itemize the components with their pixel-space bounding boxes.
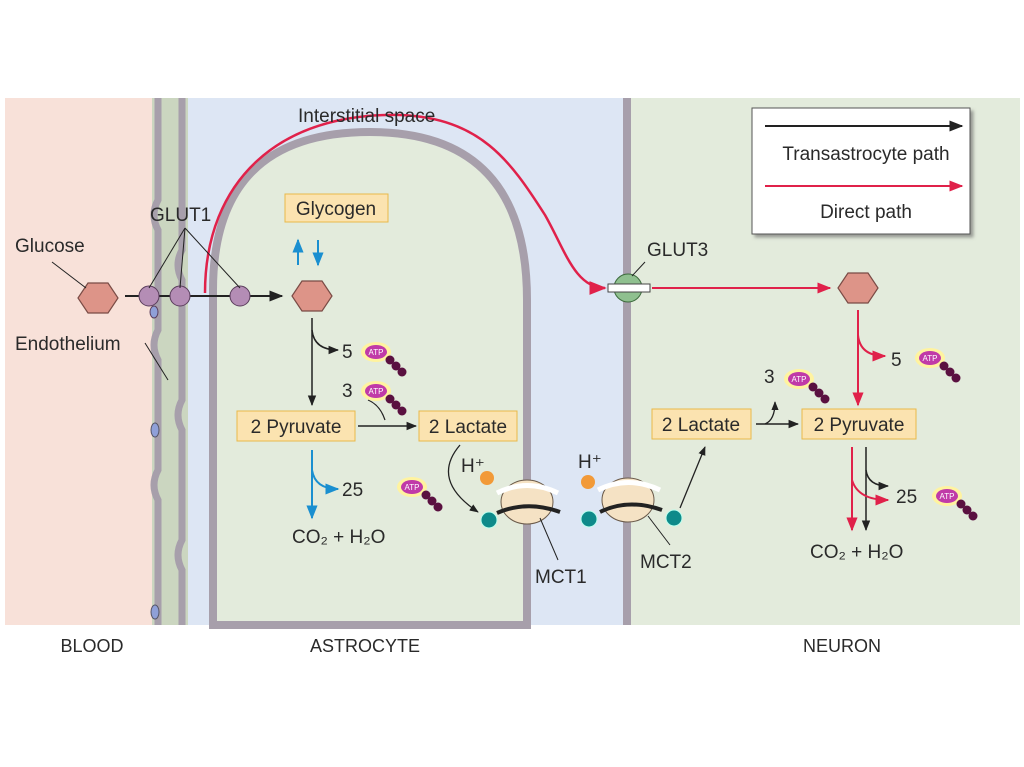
phosphate-group	[962, 505, 972, 515]
endothelium-label: Endothelium	[15, 334, 121, 355]
astrocyte-h-plus: H⁺	[461, 456, 485, 477]
endothelium-pointer-line	[144, 342, 169, 381]
phosphate-group	[391, 400, 401, 410]
glucose-pointer-line	[51, 261, 87, 289]
direct-path-arrow	[203, 113, 607, 295]
blood-label: BLOOD	[60, 636, 123, 656]
phosphate-group	[939, 361, 949, 371]
neuron-lactate-box	[651, 408, 752, 440]
neuron-atp-3: 3	[764, 367, 775, 388]
neuron-atp-branch	[857, 334, 887, 362]
neuron-lactate-label: 2 Lactate	[662, 415, 740, 436]
atp-branch-arrow	[311, 329, 340, 355]
interstitial-space-label: Interstitial space	[298, 106, 435, 127]
neuron-products: CO₂ + H₂O	[810, 542, 903, 563]
astrocyte-atp-25: 25	[342, 480, 363, 501]
glut3-channel	[607, 283, 651, 293]
mct2-transporter	[596, 477, 663, 523]
astrocyte-atp-5: 5	[342, 342, 353, 363]
neuron-atp-5: 5	[891, 350, 902, 371]
astrocyte-cell	[209, 127, 531, 629]
atp-label: ATP	[405, 483, 420, 492]
phosphate-group	[397, 367, 407, 377]
astrocyte-pyruvate-box	[236, 410, 356, 442]
glucose-molecule	[77, 282, 119, 314]
astrocyte-lactate-label: 2 Lactate	[429, 417, 507, 438]
atp-icon: ATP	[915, 348, 961, 383]
vesicle	[150, 604, 160, 620]
atp-label: ATP	[369, 348, 384, 357]
glut3-label: GLUT3	[647, 240, 708, 261]
atp-label: ATP	[940, 492, 955, 501]
atp-icon: ATP	[361, 342, 407, 377]
phosphate-group	[385, 394, 395, 404]
phosphate-group	[433, 502, 443, 512]
astrocyte-atp-3: 3	[342, 381, 353, 402]
oxidative-atp-arrow	[311, 469, 340, 495]
phosphate-group	[397, 406, 407, 416]
mct2-pointer	[647, 515, 671, 546]
lactate-ion	[480, 511, 498, 529]
atp-icon: ATP	[784, 369, 830, 404]
astrocyte-lactate-box	[418, 410, 518, 442]
phosphate-group	[391, 361, 401, 371]
atp-label: ATP	[369, 387, 384, 396]
atp-icon: ATP	[361, 381, 407, 416]
mct1-pointer	[539, 517, 559, 561]
phosphate-group	[427, 496, 437, 506]
neuron-glucose-molecule	[837, 272, 879, 304]
astrocyte-glucose-molecule	[291, 280, 333, 312]
phosphate-group	[814, 388, 824, 398]
astrocyte-products: CO₂ + H₂O	[292, 527, 385, 548]
lactate-atp-branch	[367, 399, 386, 421]
proton	[480, 471, 494, 485]
atp-label: ATP	[923, 354, 938, 363]
glucose-label: Glucose	[15, 236, 85, 257]
neuron-atp-25: 25	[896, 487, 917, 508]
neuron-pyruvate-label: 2 Pyruvate	[814, 415, 905, 436]
endothelium-membrane-right	[174, 98, 186, 625]
vesicle	[150, 422, 160, 438]
lactate-export-arrow	[447, 444, 479, 513]
glut3-pointer	[631, 261, 646, 277]
neuron-oxidative-atp-black	[865, 469, 890, 491]
glycogen-label: Glycogen	[296, 199, 376, 220]
mct1-transporter	[495, 479, 561, 525]
neuron-oxidative-atp-red	[851, 479, 890, 506]
atp-icon: ATP	[397, 477, 443, 512]
phosphate-group	[956, 499, 966, 509]
phosphate-group	[820, 394, 830, 404]
glut1-pointer-lines	[148, 227, 241, 289]
phosphate-group	[951, 373, 961, 383]
atp-icon: ATP	[932, 486, 978, 521]
mct2-label: MCT2	[640, 552, 692, 573]
phosphate-group	[808, 382, 818, 392]
astrocyte-pyruvate-label: 2 Pyruvate	[251, 417, 342, 438]
legend: Transastrocyte path Direct path	[751, 107, 971, 235]
blood-region	[5, 98, 155, 625]
phosphate-group	[968, 511, 978, 521]
atp-label: ATP	[792, 375, 807, 384]
legend-direct-label: Direct path	[820, 202, 912, 223]
mct1-label: MCT1	[535, 567, 587, 588]
proton	[581, 475, 595, 489]
neuron-label: NEURON	[803, 636, 881, 656]
glycogen-box	[284, 193, 389, 223]
astrocyte-label: ASTROCYTE	[310, 636, 420, 656]
phosphate-group	[945, 367, 955, 377]
endothelium-membrane-left	[150, 98, 162, 625]
glut1-label: GLUT1	[150, 205, 211, 226]
legend-transastrocyte-label: Transastrocyte path	[782, 144, 949, 165]
lactate-import-arrow	[679, 446, 706, 509]
glut1-transporters	[138, 285, 251, 319]
atp-icons: ATP ATP ATP ATP ATP ATP	[361, 342, 978, 521]
phosphate-group	[421, 490, 431, 500]
lactate-ion	[665, 509, 683, 527]
interstitial-h-plus: H⁺	[578, 452, 602, 473]
phosphate-group	[385, 355, 395, 365]
neuron-lactate-atp-branch	[764, 401, 779, 425]
lactate-ion	[580, 510, 598, 528]
neuron-pyruvate-box	[801, 408, 917, 440]
